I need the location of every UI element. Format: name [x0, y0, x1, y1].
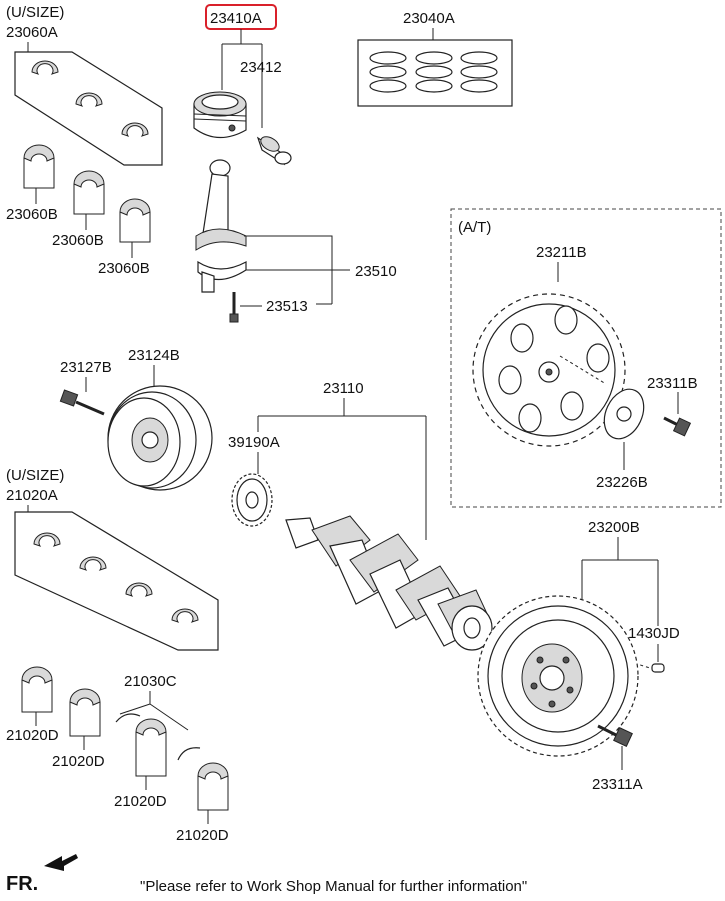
leader-dashed-23226B	[559, 355, 607, 385]
flywheel-icon	[477, 595, 639, 757]
leader-23200B	[581, 537, 659, 626]
pulley-bolt-icon	[59, 389, 105, 416]
bolt-23311B-icon	[663, 416, 692, 437]
piston-pin-icon	[256, 136, 292, 166]
piston-ring-set-1	[369, 51, 407, 93]
front-direction-label: FR.	[6, 873, 38, 895]
bearing-23060B-2	[73, 170, 105, 215]
timing-sprocket-icon	[231, 473, 273, 527]
usize-bottom-label: (U/SIZE)	[6, 467, 64, 484]
part-label-23060A[interactable]: 23060A	[6, 24, 58, 41]
bearing-shell-icon	[79, 556, 107, 571]
thrust-washer-icon	[177, 747, 201, 761]
bearing-shell-icon	[31, 60, 59, 75]
bearing-shell-icon	[125, 582, 153, 597]
part-label-23410A[interactable]: 23410A	[210, 10, 262, 27]
part-label-23211B[interactable]: 23211B	[536, 244, 587, 261]
at-label: (A/T)	[458, 219, 491, 236]
leader-23410A	[221, 29, 263, 128]
connecting-rod-icon	[195, 159, 247, 293]
thrust-washer-icon	[115, 713, 141, 723]
part-label-23311B[interactable]: 23311B	[647, 375, 698, 392]
part-label-23040A[interactable]: 23040A	[403, 10, 455, 27]
bearing-21020D-2	[69, 688, 101, 737]
crankshaft-icon	[285, 515, 493, 651]
bearing-shell-icon	[121, 122, 149, 137]
part-label-21020D-3[interactable]: 21020D	[114, 793, 167, 810]
usize-top-label: (U/SIZE)	[6, 4, 64, 21]
leader-23510	[240, 235, 350, 307]
bearing-21020D-3	[135, 718, 167, 777]
bearing-plate-23060A	[14, 51, 163, 166]
part-label-23200B[interactable]: 23200B	[588, 519, 640, 536]
part-label-23226B[interactable]: 23226B	[596, 474, 648, 491]
leader-21030C	[119, 691, 189, 731]
piston-icon	[193, 91, 247, 139]
automatic-transmission-box	[450, 208, 722, 508]
part-label-21020A[interactable]: 21020A	[6, 487, 58, 504]
bearing-21020D-1	[21, 666, 53, 713]
part-label-21020D-4[interactable]: 21020D	[176, 827, 229, 844]
bearing-shell-icon	[171, 608, 199, 623]
bearing-23060B-1	[23, 144, 55, 189]
bearing-23060B-3	[119, 198, 151, 243]
piston-ring-set-2	[415, 51, 453, 93]
part-label-21020D-1[interactable]: 21020D	[6, 727, 59, 744]
part-label-23060B-2[interactable]: 23060B	[52, 232, 104, 249]
part-label-23510[interactable]: 23510	[355, 263, 397, 280]
drive-plate-icon	[472, 293, 626, 447]
part-label-21030C[interactable]: 21030C	[124, 673, 177, 690]
part-label-39190A[interactable]: 39190A	[228, 434, 280, 451]
part-label-23060B-1[interactable]: 23060B	[6, 206, 58, 223]
bearing-plate-21020A	[14, 511, 219, 651]
bearing-shell-icon	[33, 532, 61, 547]
adapter-plate-icon	[603, 388, 645, 440]
part-label-21020D-2[interactable]: 21020D	[52, 753, 105, 770]
leader-23110	[257, 398, 427, 540]
part-label-1430JD[interactable]: 1430JD	[628, 625, 680, 642]
piston-ring-set-3	[460, 51, 498, 93]
part-label-23513[interactable]: 23513	[266, 298, 308, 315]
dowel-pin-icon	[651, 663, 665, 673]
bearing-21020D-4	[197, 762, 229, 811]
part-label-23124B[interactable]: 23124B	[128, 347, 180, 364]
front-arrow-icon	[44, 854, 78, 871]
crankshaft-pulley-icon	[107, 385, 213, 491]
bearing-shell-icon	[75, 92, 103, 107]
part-label-23060B-3[interactable]: 23060B	[98, 260, 150, 277]
part-label-23412[interactable]: 23412	[240, 59, 282, 76]
part-label-23110[interactable]: 23110	[323, 380, 364, 397]
flywheel-bolt-icon	[597, 724, 633, 747]
rod-bolt-icon	[229, 292, 239, 323]
part-label-23311A[interactable]: 23311A	[592, 776, 643, 793]
part-label-23127B[interactable]: 23127B	[60, 359, 112, 376]
footnote: "Please refer to Work Shop Manual for fu…	[140, 878, 527, 895]
